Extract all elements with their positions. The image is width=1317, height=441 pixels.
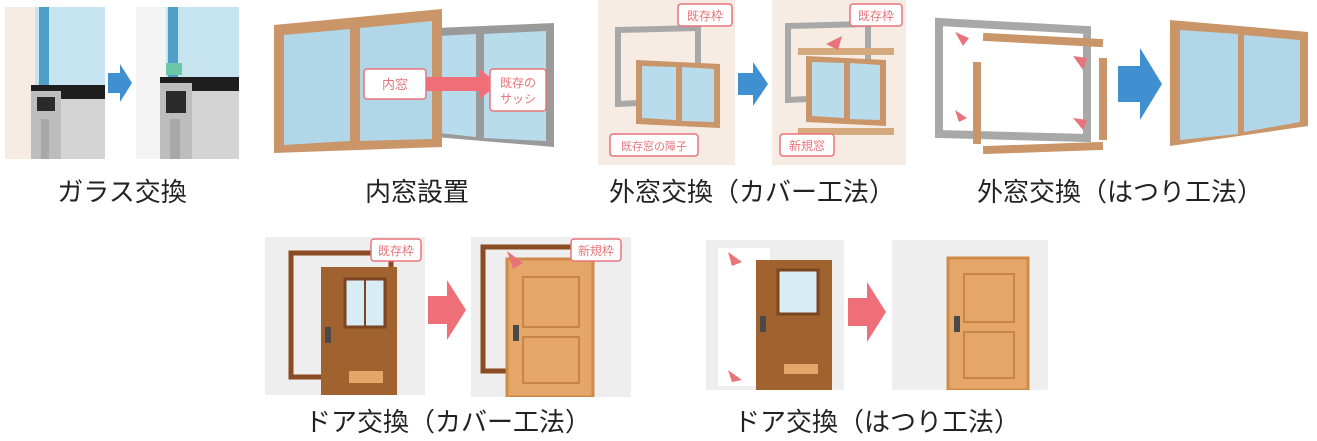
cover-window-after: 既存枠 新規窓 bbox=[772, 0, 906, 165]
tag-new-window bbox=[779, 133, 835, 157]
tag-inner-window bbox=[363, 68, 427, 100]
chipping-door-before bbox=[706, 240, 844, 390]
tag-existing-sash bbox=[609, 133, 699, 157]
tag-existing-frame bbox=[370, 238, 422, 262]
tag-existing-frame bbox=[677, 3, 733, 27]
pink-arrow bbox=[428, 280, 466, 340]
chipping-window-before bbox=[933, 10, 1113, 160]
caption-cover-door: ドア交換（カバー工法） bbox=[304, 408, 591, 438]
caption-chipping-window: 外窓交換（はつり工法） bbox=[976, 178, 1263, 208]
cover-window-before: 既存枠 既存窓の障子 bbox=[598, 0, 735, 165]
glass-replace-before bbox=[5, 7, 105, 159]
chipping-door-after bbox=[892, 240, 1048, 390]
blue-arrow bbox=[1118, 48, 1162, 120]
cover-door-before: 既存枠 bbox=[265, 237, 425, 395]
tag-existing-frame-text: 既存枠 bbox=[687, 9, 723, 23]
caption-inner-window: 内窓設置 bbox=[364, 178, 469, 208]
tag-inner-window-text: 内窓 bbox=[382, 77, 408, 93]
tag-existing-frame-text: 既存枠 bbox=[858, 9, 894, 23]
tag-existing-frame-text: 既存枠 bbox=[378, 244, 414, 258]
caption-glass-replace: ガラス交換 bbox=[57, 178, 187, 208]
tag-existing-sash-line1: 既存の bbox=[500, 76, 536, 90]
inner-window-illustration: 内窓 既存の サッシ bbox=[272, 7, 562, 162]
chipping-window-after bbox=[1168, 10, 1310, 150]
pink-arrow bbox=[848, 282, 886, 342]
blue-arrow bbox=[738, 62, 768, 106]
tag-new-window-text: 新規窓 bbox=[789, 138, 825, 153]
blue-arrow bbox=[108, 64, 132, 102]
tag-existing-sash-line2: サッシ bbox=[500, 92, 536, 106]
cover-door-after: 新規枠 bbox=[471, 237, 631, 397]
tag-new-frame bbox=[570, 238, 622, 262]
caption-chipping-door: ドア交換（はつり工法） bbox=[733, 408, 1020, 438]
tag-new-frame-text: 新規枠 bbox=[578, 243, 614, 258]
tag-existing-sash bbox=[489, 68, 547, 112]
tag-existing-sash-text: 既存窓の障子 bbox=[621, 139, 687, 153]
glass-replace-after bbox=[136, 7, 239, 159]
caption-cover-window: 外窓交換（カバー工法） bbox=[608, 178, 895, 208]
tag-existing-frame bbox=[849, 3, 903, 27]
